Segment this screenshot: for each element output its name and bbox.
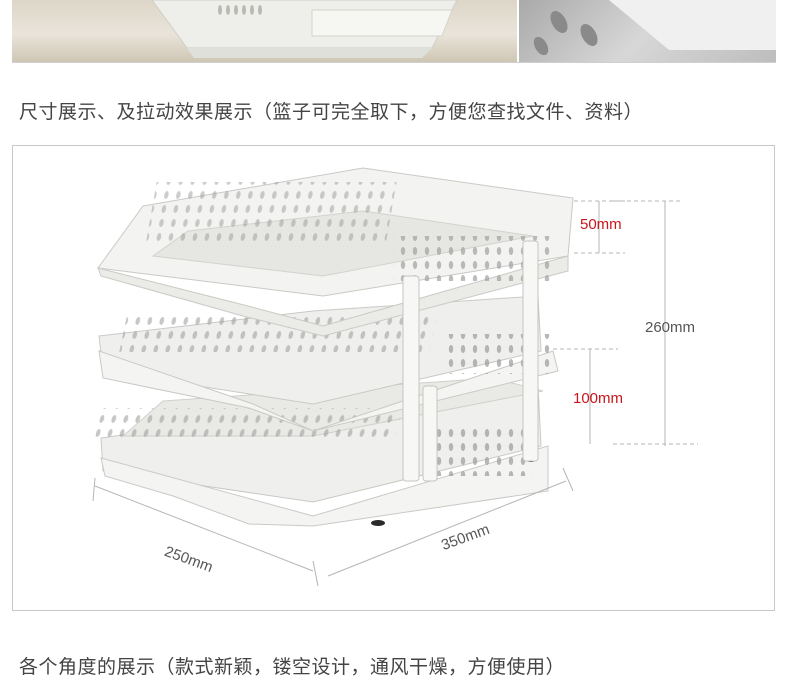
- top-tray: [97, 167, 574, 337]
- support-posts: [402, 240, 539, 482]
- dimension-diagram: 50mm 100mm 260mm 250mm 350mm: [12, 145, 775, 611]
- file-tray-illustration: [92, 167, 698, 587]
- dimension-lines: [92, 200, 698, 587]
- angles-heading: 各个角度的展示（款式新颖，镂空设计，通风干燥，方便使用）: [19, 656, 566, 678]
- dimension-top-gap-label: 50mm: [580, 216, 622, 233]
- dimension-middle-gap-label: 100mm: [573, 390, 624, 407]
- top-photo-strip: [12, 0, 776, 63]
- tray-closeup-illustration: [533, 0, 776, 56]
- tray-photo: [12, 0, 517, 62]
- dimension-height-label: 260mm: [645, 319, 696, 336]
- dimension-heading: 尺寸展示、及拉动效果展示（篮子可完全取下，方便您查找文件、资料）: [19, 101, 644, 123]
- tray-photo-illustration: [151, 0, 458, 58]
- tray-closeup-photo: [517, 0, 776, 62]
